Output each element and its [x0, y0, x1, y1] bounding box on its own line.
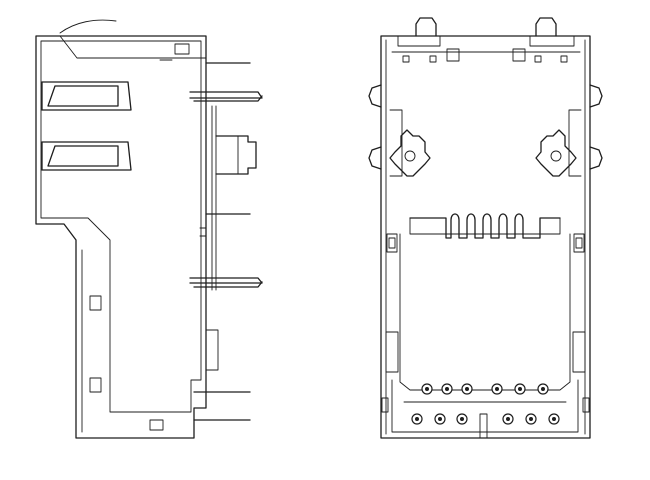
front-top-lug-right [535, 17, 557, 37]
pin-dot [518, 387, 522, 391]
side-rail [211, 105, 217, 291]
side-view-top-window [174, 43, 190, 55]
side-latch-upper [41, 81, 132, 111]
side-mid-boss [215, 135, 257, 175]
side-window-1 [89, 295, 102, 311]
front-pin-row-2 [411, 413, 560, 425]
side-lower-block [205, 329, 219, 371]
front-side-lug-l1 [368, 84, 382, 108]
front-pin-row-1 [421, 383, 549, 395]
front-side-lug-r1 [589, 84, 603, 108]
side-window-2 [89, 377, 102, 393]
pin-dot [495, 387, 499, 391]
front-sq-5 [534, 55, 542, 63]
front-mount-right-hole [550, 150, 562, 162]
side-view [35, 19, 263, 439]
front-latch-left-inner [388, 237, 396, 249]
side-pin-4 [189, 277, 263, 284]
front-foot-right [582, 397, 590, 413]
side-view-outline [35, 35, 207, 439]
pin-dot [415, 417, 419, 421]
pin-dot [552, 417, 556, 421]
front-sq-4 [512, 48, 526, 62]
front-side-lug-r2 [589, 146, 603, 170]
side-view-top-chamfer [59, 35, 207, 59]
front-mount-right [535, 129, 577, 177]
side-pin-4b [193, 281, 263, 288]
front-bottom-frame [391, 379, 579, 433]
front-contact-fingers [409, 213, 561, 239]
pin-dot [541, 387, 545, 391]
front-mount-left-hole [404, 150, 416, 162]
pin-dot [438, 417, 442, 421]
pin-dot [445, 387, 449, 391]
front-lower-tab-left [385, 331, 399, 373]
front-side-lug-l2 [368, 146, 382, 170]
front-mount-left [389, 129, 431, 177]
side-view-inner-outline [40, 40, 202, 413]
pin-dot [506, 417, 510, 421]
pin-dot [460, 417, 464, 421]
pin-dot [425, 387, 429, 391]
front-top-rib-left [397, 35, 441, 47]
front-view-outline [380, 35, 591, 439]
front-latch-right-inner [575, 237, 583, 249]
side-view-wire [59, 19, 117, 34]
pin-dot [529, 417, 533, 421]
front-slot-left [389, 109, 403, 177]
front-view [368, 17, 603, 439]
front-lower-tab-right [572, 331, 586, 373]
front-sq-6 [560, 55, 568, 63]
front-cavity [399, 233, 571, 391]
front-slot-right [568, 109, 582, 177]
side-pin-2 [189, 91, 263, 99]
side-latch-lower [41, 141, 132, 171]
front-top-lug-left [415, 17, 437, 37]
side-pin-2b [193, 95, 263, 102]
front-contact-base [409, 217, 561, 235]
front-foot-left [381, 397, 389, 413]
pin-dot [465, 387, 469, 391]
front-latch-right [573, 233, 585, 253]
front-bottom-key [479, 413, 488, 439]
front-sq-2 [429, 55, 437, 63]
front-latch-left [386, 233, 398, 253]
front-top-rib-right [529, 35, 575, 47]
front-sq-1 [402, 55, 410, 63]
front-sq-3 [446, 48, 460, 62]
side-window-3 [149, 419, 164, 431]
